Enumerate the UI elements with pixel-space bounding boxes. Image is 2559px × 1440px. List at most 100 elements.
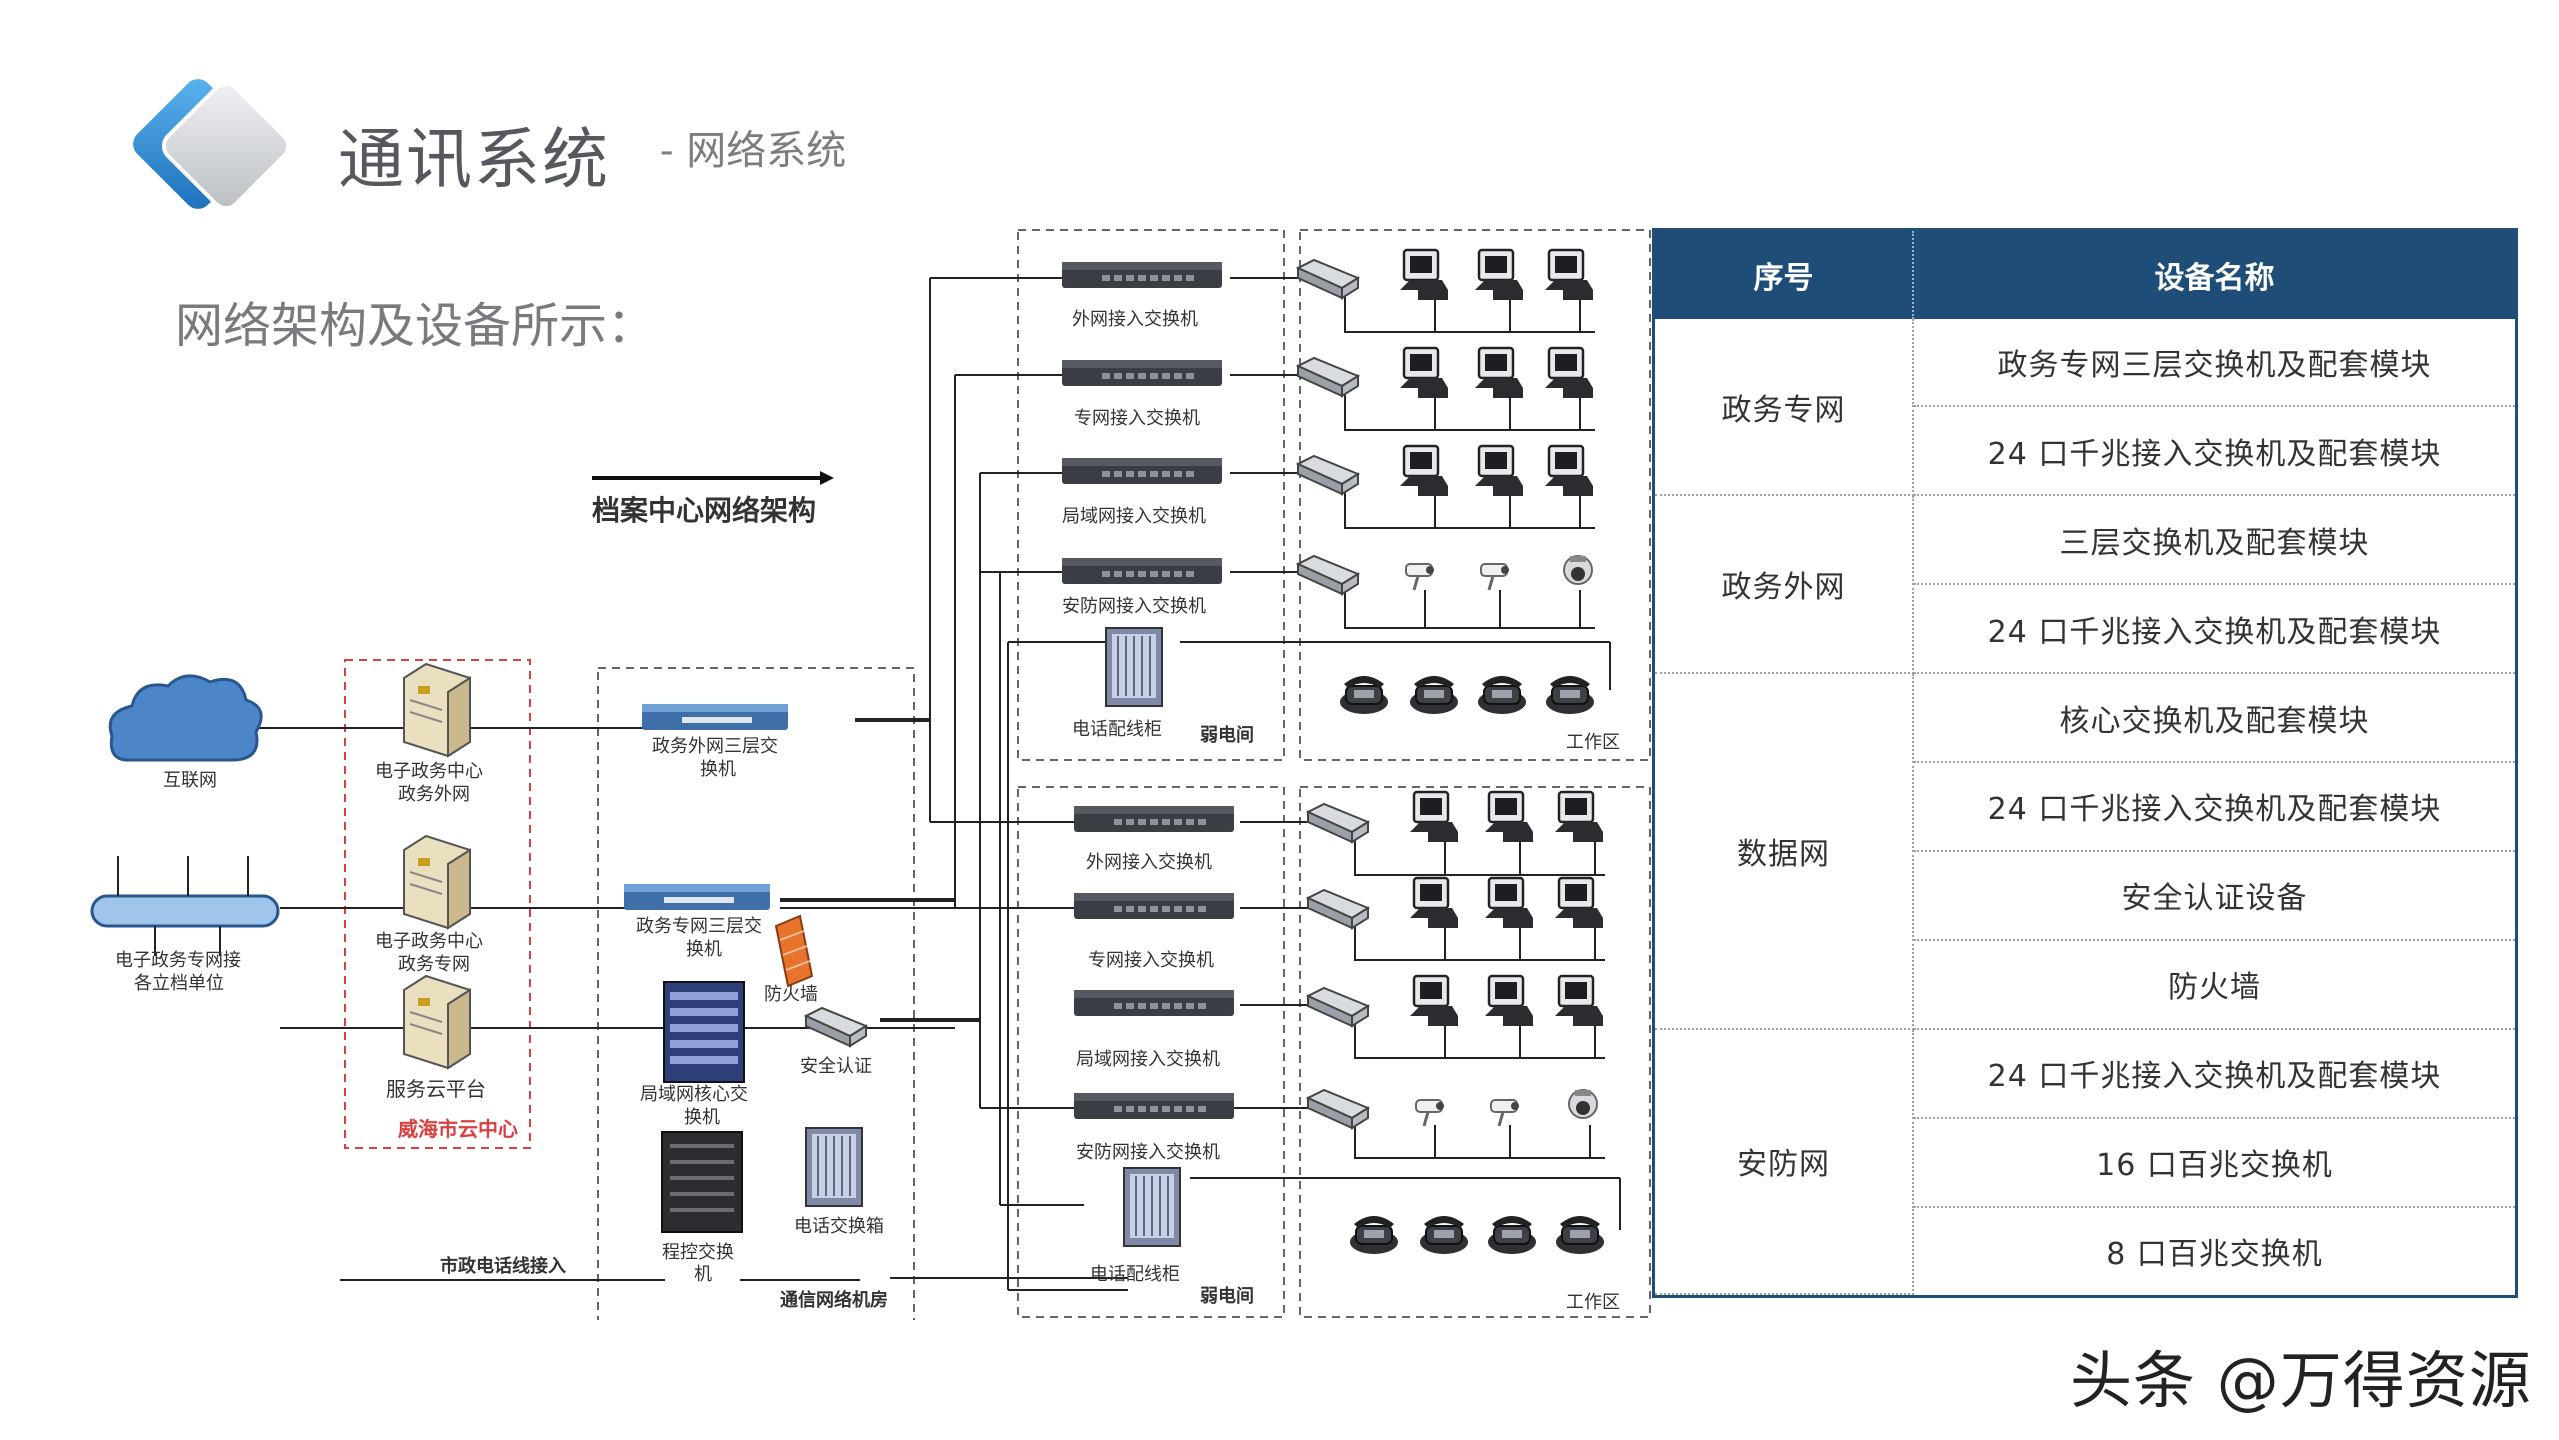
camera-icon: [1404, 562, 1436, 592]
sw-extranet-label: 外网接入交换机: [1086, 852, 1212, 873]
phone-cabinet-icon: [1105, 627, 1163, 707]
hub-icon: [1307, 987, 1369, 1027]
firewall-icon: [774, 914, 814, 988]
weak-room-label: 弱电间: [1200, 724, 1254, 746]
pbx-icon: [661, 1131, 743, 1233]
weak-room-box-top: [1017, 229, 1285, 761]
weak-room-box-bottom: [1017, 786, 1285, 1318]
switch-icon: [1074, 806, 1234, 832]
pc-icon: [1483, 790, 1535, 844]
network-diagram: 档案中心网络架构: [90, 229, 1651, 1320]
category-cell: 政务专网: [1655, 319, 1914, 497]
phone-line-label: 市政电话线接入: [440, 1255, 566, 1277]
switch-icon: [1062, 558, 1222, 584]
internet-cloud-icon: [108, 674, 263, 762]
phone-cabinet-icon: [1123, 1167, 1181, 1247]
phone-cabinet-label: 电话配线柜: [1072, 719, 1162, 740]
pc-icon: [1553, 790, 1605, 844]
sw-private-label: 专网接入交换机: [1074, 408, 1200, 429]
sw-private-label: 专网接入交换机: [1088, 950, 1214, 971]
weak-room-label: 弱电间: [1200, 1285, 1254, 1307]
camera-icon: [1479, 562, 1511, 592]
phone-icon: [1339, 675, 1389, 715]
private-l3-switch-icon: [624, 884, 770, 910]
egov-unit-label-1: 电子政务专网接: [115, 950, 241, 971]
hub-icon: [1307, 803, 1369, 843]
item-cell: 安全认证设备: [1913, 850, 2515, 941]
phone-cabinet-label: 电话配线柜: [1090, 1264, 1180, 1285]
pbx-label-2: 机: [694, 1264, 712, 1285]
server-extranet-label-2: 政务外网: [398, 784, 470, 805]
work-area-label: 工作区: [1566, 732, 1620, 753]
pc-icon: [1553, 876, 1605, 930]
private-l3-label-1: 政务专网三层交: [636, 916, 762, 937]
work-area-box-top: [1299, 229, 1651, 761]
firewall-label: 防火墙: [764, 984, 818, 1005]
comm-room-label: 通信网络机房: [780, 1289, 888, 1311]
diagram-caption: 档案中心网络架构: [592, 494, 816, 527]
egov-unit-label-2: 各立档单位: [134, 973, 224, 994]
phone-icon: [1477, 675, 1527, 715]
switch-icon: [1062, 262, 1222, 288]
hub-icon: [1307, 889, 1369, 929]
category-cell: 安防网: [1655, 1028, 1914, 1296]
internet-label: 互联网: [163, 770, 217, 791]
item-cell: 24 口千兆接入交换机及配套模块: [1913, 584, 2515, 675]
core-switch-icon: [663, 981, 745, 1083]
page-title: 通讯系统: [338, 121, 610, 198]
pc-icon: [1483, 974, 1535, 1028]
phone-icon: [1555, 1215, 1605, 1255]
pbx-label-1: 程控交换: [662, 1242, 734, 1263]
work-area-box-bottom: [1299, 786, 1651, 1318]
sw-security-label: 安防网接入交换机: [1076, 1142, 1220, 1163]
comm-room-box: [597, 667, 915, 1320]
egov-pipe-icon: [90, 856, 280, 956]
pc-icon: [1543, 346, 1595, 400]
col-name-header: 设备名称: [1913, 231, 2515, 319]
hub-icon: [1297, 555, 1359, 595]
sw-lan-label: 局域网接入交换机: [1062, 506, 1206, 527]
work-area-label: 工作区: [1566, 1292, 1620, 1313]
sw-extranet-label: 外网接入交换机: [1072, 309, 1198, 330]
pc-icon: [1543, 248, 1595, 302]
extranet-l3-switch-icon: [642, 704, 788, 730]
cloud-center-label: 威海市云中心: [398, 1117, 518, 1141]
hub-icon: [1297, 357, 1359, 397]
item-cell: 16 口百兆交换机: [1913, 1117, 2515, 1208]
camera-icon: [1414, 1098, 1446, 1128]
camera-icon: [1489, 1098, 1521, 1128]
item-cell: 24 口千兆接入交换机及配套模块: [1913, 406, 2515, 497]
switch-icon: [1074, 1093, 1234, 1119]
private-l3-label-2: 换机: [686, 939, 722, 960]
auth-device-icon: [805, 1007, 867, 1047]
watermark: 头条 @万得资源: [2070, 1344, 2532, 1417]
logo-icon: [133, 79, 291, 211]
pc-icon: [1398, 444, 1450, 498]
pc-icon: [1543, 444, 1595, 498]
phone-box-label: 电话交换箱: [794, 1216, 884, 1237]
col-index-header: 序号: [1655, 231, 1914, 319]
dome-camera-icon: [1568, 1089, 1598, 1119]
server-icon: [403, 835, 471, 929]
extranet-l3-label-2: 换机: [700, 759, 736, 780]
sw-security-label: 安防网接入交换机: [1062, 596, 1206, 617]
server-icon: [403, 663, 471, 757]
item-cell: 三层交换机及配套模块: [1913, 495, 2515, 586]
hub-icon: [1297, 455, 1359, 495]
pc-icon: [1473, 248, 1525, 302]
server-icon: [403, 975, 471, 1069]
phone-icon: [1419, 1215, 1469, 1255]
switch-icon: [1074, 893, 1234, 919]
item-cell: 政务专网三层交换机及配套模块: [1913, 319, 2515, 408]
core-switch-label-1: 局域网核心交: [640, 1084, 748, 1105]
phone-icon: [1349, 1215, 1399, 1255]
extranet-l3-label-1: 政务外网三层交: [652, 736, 778, 757]
switch-icon: [1074, 990, 1234, 1016]
item-cell: 24 口千兆接入交换机及配套模块: [1913, 1028, 2515, 1119]
dome-camera-icon: [1563, 555, 1593, 585]
auth-label: 安全认证: [800, 1056, 872, 1077]
pc-icon: [1473, 444, 1525, 498]
phone-icon: [1487, 1215, 1537, 1255]
server-extranet-label-1: 电子政务中心: [375, 761, 483, 782]
sw-lan-label: 局域网接入交换机: [1076, 1049, 1220, 1070]
